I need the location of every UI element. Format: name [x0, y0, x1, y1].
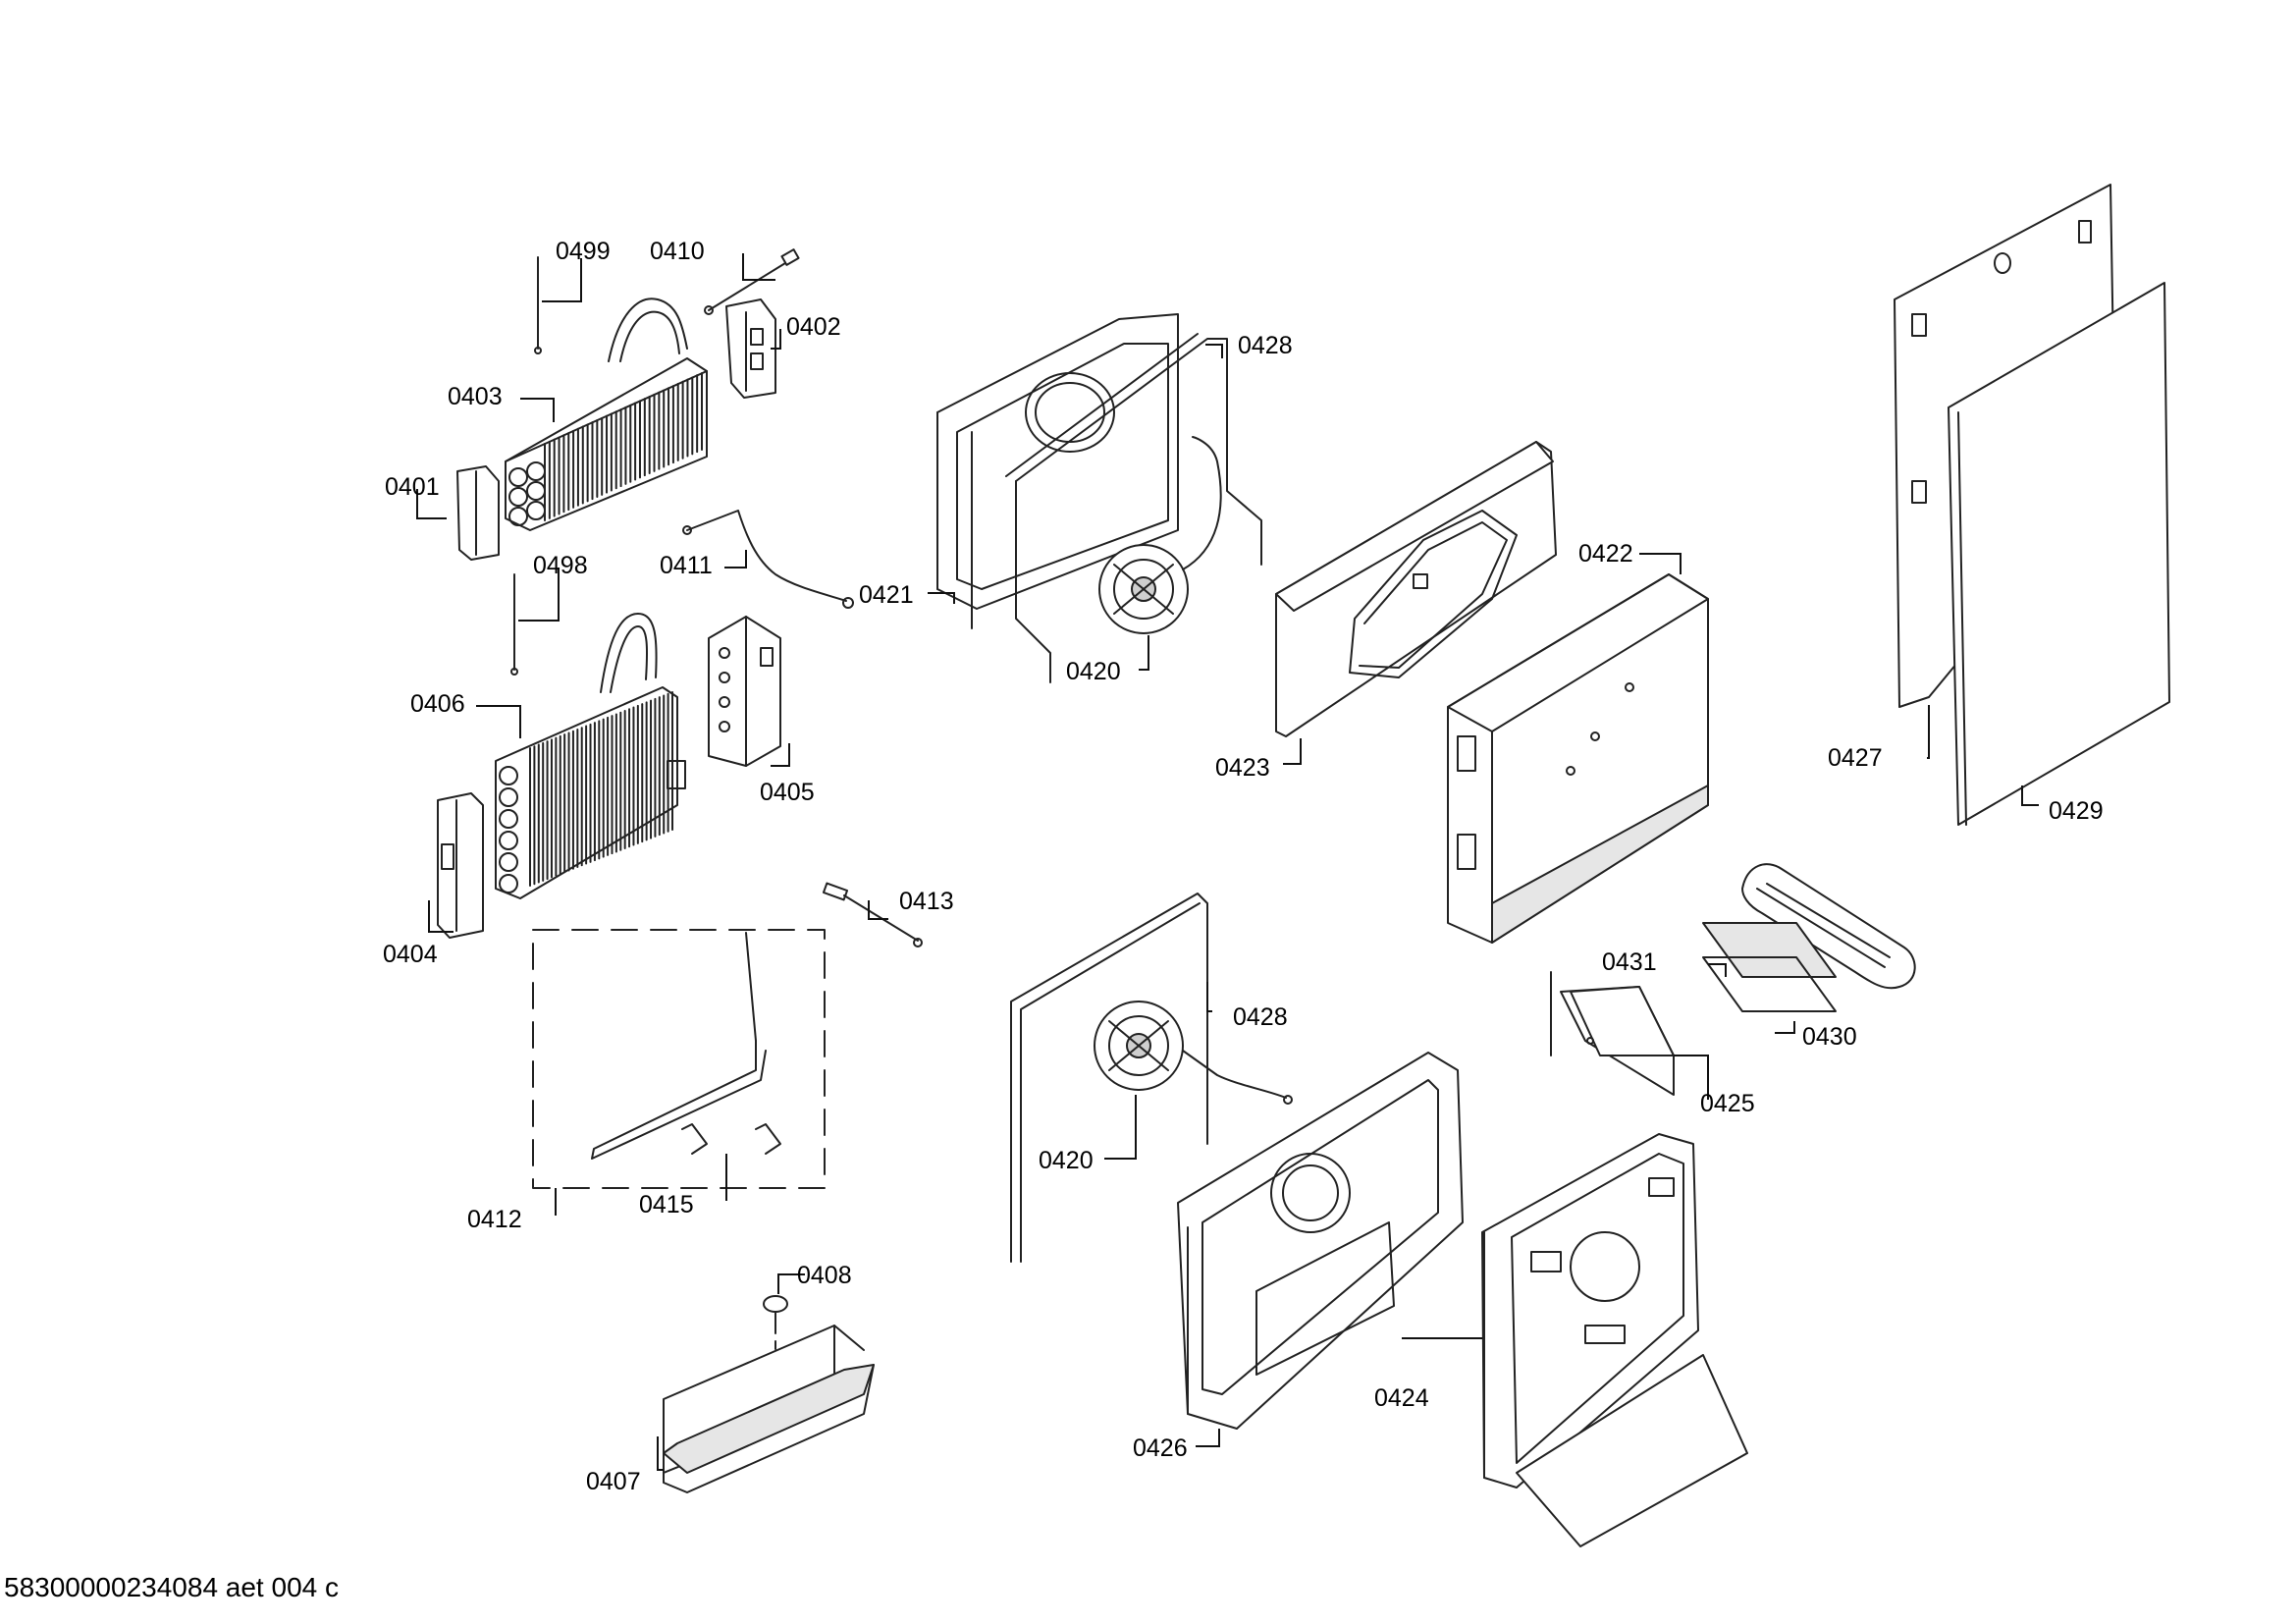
part-0423-cover — [1275, 441, 1557, 737]
label-0407: 0407 — [586, 1468, 641, 1495]
label-0420-upper: 0420 — [1066, 658, 1121, 685]
part-0430-filter — [1702, 922, 1837, 1012]
part-0422-air-duct-panel — [1447, 573, 1709, 944]
label-0408: 0408 — [797, 1262, 852, 1289]
part-0428-wire-frame-upper — [1005, 333, 1262, 683]
label-0412: 0412 — [467, 1206, 522, 1233]
part-0405-bracket — [708, 616, 781, 767]
label-0410: 0410 — [650, 238, 705, 265]
part-0410-cable — [704, 248, 800, 315]
part-0406-evaporator — [495, 613, 686, 899]
part-0424-evaporator-cover — [1481, 1133, 1748, 1547]
label-0422: 0422 — [1578, 540, 1633, 568]
label-0427: 0427 — [1828, 744, 1883, 772]
label-0406: 0406 — [410, 690, 465, 718]
label-0403: 0403 — [448, 383, 503, 410]
part-0403-evaporator — [505, 298, 708, 531]
part-0402-bracket — [725, 298, 776, 399]
part-0498-sensor-rod — [510, 573, 518, 676]
part-0420-fan-lower — [1094, 1001, 1293, 1105]
label-0428-lower: 0428 — [1233, 1003, 1288, 1031]
part-0401-end-cap — [456, 465, 500, 561]
label-0430: 0430 — [1802, 1023, 1857, 1051]
label-0423: 0423 — [1215, 754, 1270, 782]
label-0428-upper: 0428 — [1238, 332, 1293, 359]
label-0499: 0499 — [556, 238, 611, 265]
part-0429-insulation-panel — [1948, 282, 2170, 826]
label-0420-lower: 0420 — [1039, 1147, 1094, 1174]
label-0429: 0429 — [2049, 797, 2104, 825]
label-0405: 0405 — [760, 779, 815, 806]
label-0431: 0431 — [1602, 948, 1657, 976]
leader-lines — [416, 253, 2039, 1471]
part-0411-cable — [682, 510, 854, 609]
label-0415: 0415 — [639, 1191, 694, 1218]
label-0421: 0421 — [859, 581, 914, 609]
part-0426-fan-cover-housing — [1177, 1052, 1464, 1430]
part-0404-end-cap — [437, 792, 484, 939]
label-0401: 0401 — [385, 473, 440, 501]
part-0431-duct-frame — [1741, 863, 1916, 990]
label-0426: 0426 — [1133, 1435, 1188, 1462]
part-0421-fan-housing — [936, 313, 1179, 629]
part-0499-sensor-rod — [534, 256, 542, 354]
document-id-footer: 58300000234084 aet 004 c — [4, 1572, 339, 1602]
part-0412-heater-assembly — [532, 929, 826, 1189]
label-0404: 0404 — [383, 941, 438, 968]
label-0411: 0411 — [660, 552, 713, 579]
part-0407-drip-tray — [663, 1325, 875, 1493]
part-0420-fan-upper — [1098, 436, 1222, 634]
label-0498: 0498 — [533, 552, 588, 579]
part-0425-cover-lid — [1550, 971, 1675, 1096]
label-0413: 0413 — [899, 888, 954, 915]
part-labels: 0499 0410 0402 0403 0401 0498 0411 0406 … — [383, 238, 2104, 1495]
label-0402: 0402 — [786, 313, 841, 341]
label-0425: 0425 — [1700, 1090, 1755, 1117]
label-0424: 0424 — [1374, 1384, 1429, 1412]
